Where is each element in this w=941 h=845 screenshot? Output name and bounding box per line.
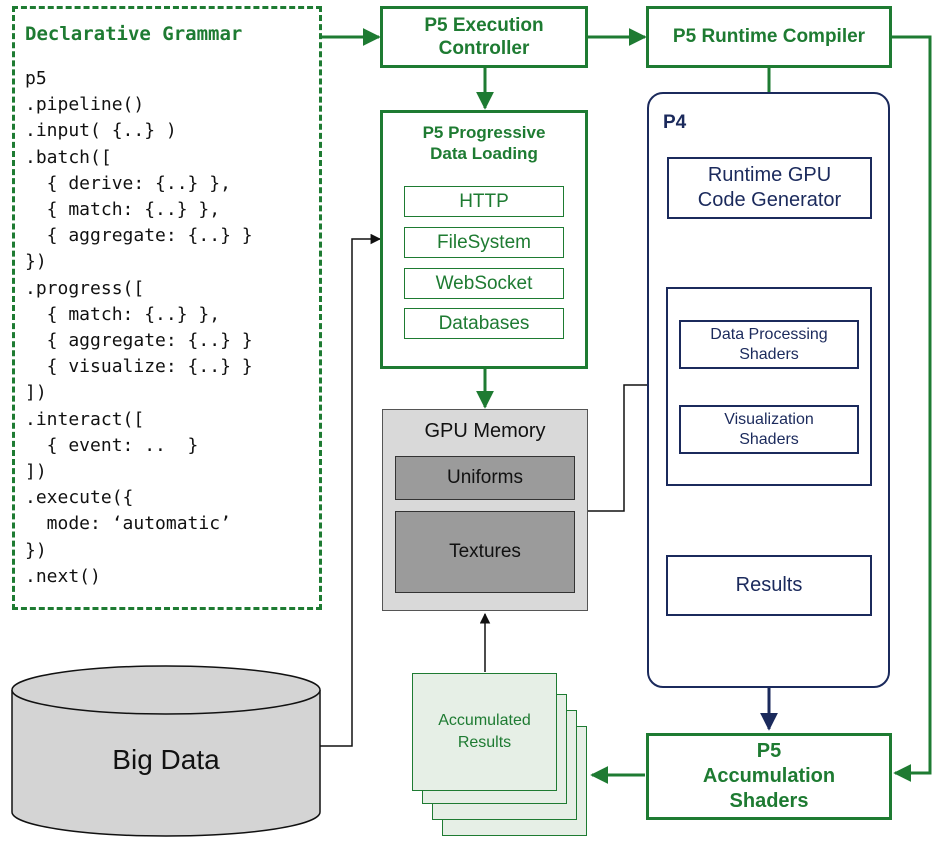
grammar-code-line: .progress([ xyxy=(25,277,145,299)
arrow-gpu-to-shaders xyxy=(588,379,666,512)
grammar-code-line: mode: ‘automatic’ xyxy=(25,513,231,535)
data-processing-shaders-box: Data Processing Shaders xyxy=(679,320,859,369)
grammar-code-line: { match: {..} }, xyxy=(25,199,221,221)
grammar-code-line: .input( {..} ) xyxy=(25,120,177,142)
grammar-code-line: .interact([ xyxy=(25,408,145,430)
runtime-compiler-box: P5 Runtime Compiler xyxy=(646,6,892,68)
runtime-compiler-label: P5 Runtime Compiler xyxy=(672,26,866,47)
grammar-code-line: { event: .. } xyxy=(25,434,199,456)
progressive-loading-title: P5 Progressive Data Loading xyxy=(422,123,546,163)
accumulated-results-label: Accumulated Results xyxy=(424,710,545,754)
grammar-code-line: .execute({ xyxy=(25,487,134,509)
big-data-cylinder xyxy=(11,665,321,837)
grammar-code-line: { derive: {..} }, xyxy=(25,172,231,194)
grammar-code-line: p5 xyxy=(25,68,47,89)
big-data-label: Big Data xyxy=(112,744,220,775)
results-label: Results xyxy=(735,574,803,596)
execution-controller-box: P5 Execution Controller xyxy=(380,6,588,68)
grammar-code-line: }) xyxy=(25,251,47,273)
grammar-code-line: { match: {..} }, xyxy=(25,303,221,325)
source-http: HTTP xyxy=(404,186,564,217)
grammar-code-line: { visualize: {..} } xyxy=(25,356,253,378)
progressive-loading-box: P5 Progressive Data Loading HTTP FileSys… xyxy=(380,110,588,369)
textures-box: Textures xyxy=(395,511,575,593)
results-box: Results xyxy=(666,555,872,616)
code-generator-label: Runtime GPU Code Generator xyxy=(697,164,842,211)
arrow-bigdata-to-loading xyxy=(320,233,382,747)
gpu-memory-box: GPU Memory Uniforms Textures xyxy=(382,409,588,611)
gpu-memory-title: GPU Memory xyxy=(424,420,546,442)
grammar-code-line: .pipeline() xyxy=(25,94,145,116)
grammar-title: Declarative Grammar xyxy=(25,23,243,45)
accumulation-shaders-label: P5 Accumulation Shaders xyxy=(702,740,836,812)
data-processing-shaders-label: Data Processing Shaders xyxy=(710,325,828,363)
grammar-code: p5 .pipeline() .input( {..} ) .batch([ { de… xyxy=(25,66,253,590)
grammar-code-line: }) xyxy=(25,539,47,561)
grammar-code-line: .next() xyxy=(25,565,101,587)
source-filesystem: FileSystem xyxy=(404,227,564,258)
arrow-compiler-to-accumulation xyxy=(892,35,932,782)
accumulated-results-box: Accumulated Results xyxy=(412,673,557,791)
grammar-code-line: { aggregate: {..} } xyxy=(25,225,253,247)
grammar-code-line: ]) xyxy=(25,461,47,483)
source-databases: Databases xyxy=(404,308,564,339)
visualization-shaders-label: Visualization Shaders xyxy=(724,410,814,448)
accumulation-shaders-box: P5 Accumulation Shaders xyxy=(646,733,892,820)
grammar-code-line: ]) xyxy=(25,382,47,404)
uniforms-box: Uniforms xyxy=(395,456,575,500)
grammar-code-line: .batch([ xyxy=(25,146,112,168)
code-generator-box: Runtime GPU Code Generator xyxy=(667,157,872,219)
grammar-code-line: { aggregate: {..} } xyxy=(25,330,253,352)
p4-label: P4 xyxy=(663,112,687,133)
shaders-container: Data Processing Shaders Visualization Sh… xyxy=(666,287,872,486)
execution-controller-label: P5 Execution Controller xyxy=(424,15,544,59)
visualization-shaders-box: Visualization Shaders xyxy=(679,405,859,454)
declarative-grammar-panel: Declarative Grammar p5 .pipeline() .input(… xyxy=(12,6,322,610)
source-websocket: WebSocket xyxy=(404,268,564,299)
